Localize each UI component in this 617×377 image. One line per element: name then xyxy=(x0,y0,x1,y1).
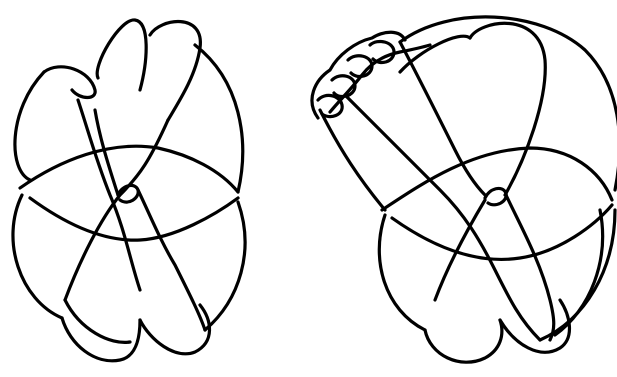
right-center-crossing-loop xyxy=(485,188,506,204)
right-long-left-strand-2 xyxy=(345,95,540,340)
left-knot-diagram xyxy=(13,20,245,361)
left-top-left-lobe xyxy=(97,20,146,90)
right-lower-circle-left-arc xyxy=(379,215,425,330)
left-top-small-loop xyxy=(44,67,95,98)
left-eye-lower-arc xyxy=(30,198,238,240)
left-upper-circle-left-arc xyxy=(15,72,44,180)
left-bottom-left-lobe xyxy=(62,318,140,361)
right-lower-circle-right-arc xyxy=(555,210,603,335)
right-upper-lobe-left xyxy=(400,36,470,72)
right-bottom-left-lobe xyxy=(425,320,502,362)
left-bottom-middle-connector xyxy=(65,300,130,342)
right-eye-upper-arc xyxy=(382,148,612,210)
left-strand-left-diagonal xyxy=(78,100,140,290)
right-eye-lower-arc xyxy=(392,205,612,259)
left-center-strand-down xyxy=(138,190,205,330)
right-knot-diagram xyxy=(312,17,617,362)
left-upper-circle-right-arc xyxy=(195,45,243,192)
right-twist-chain-inner xyxy=(330,45,430,112)
left-lower-circle-right-arc xyxy=(205,202,245,330)
right-upper-lobe-right xyxy=(470,23,545,195)
right-center-strand-right-down xyxy=(506,195,554,340)
right-bottom-right-lobe xyxy=(500,300,569,352)
left-top-right-lobe xyxy=(150,22,200,120)
